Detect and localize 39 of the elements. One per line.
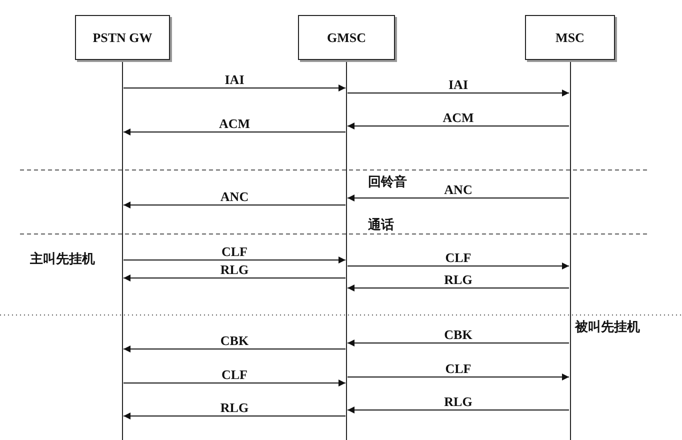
message-arrow [347, 374, 570, 380]
message-arrow [347, 284, 570, 292]
message-label: ANC [442, 183, 474, 197]
participant-box: GMSC [298, 15, 395, 60]
message-arrow [123, 202, 346, 208]
phase-label: 主叫先挂机 [30, 250, 95, 268]
participant-box: PSTN GW [75, 15, 170, 60]
message-label: ACM [440, 111, 476, 125]
message-arrow [123, 346, 346, 352]
phase-label: 通话 [368, 216, 394, 234]
message-label: CBK [442, 328, 474, 342]
participant-box: MSC [525, 15, 615, 60]
message-arrow [123, 412, 346, 420]
message-arrow [347, 122, 570, 130]
message-label: RLG [442, 273, 474, 287]
message-label: CLF [220, 368, 250, 382]
message-arrow [123, 274, 346, 282]
message-arrow [347, 340, 570, 346]
phase-label: 被叫先挂机 [575, 318, 640, 336]
message-label: IAI [222, 73, 246, 87]
message-arrow [123, 380, 346, 386]
phase-label: 回铃音 [368, 173, 407, 191]
message-arrow [123, 84, 346, 92]
message-arrow [123, 256, 346, 264]
message-label: ANC [218, 190, 251, 204]
message-arrow [347, 406, 570, 414]
message-label: RLG [442, 395, 474, 409]
message-label: CLF [443, 362, 474, 376]
message-label: IAI [446, 78, 470, 92]
message-label: CBK [218, 334, 251, 348]
message-arrow [347, 194, 570, 202]
message-label: CLF [443, 251, 474, 265]
message-arrow [123, 128, 346, 136]
message-arrow [347, 262, 570, 270]
message-label: RLG [218, 263, 251, 277]
message-label: RLG [218, 401, 251, 415]
message-label: ACM [216, 117, 252, 131]
message-label: CLF [220, 245, 250, 259]
message-arrow [347, 90, 570, 96]
